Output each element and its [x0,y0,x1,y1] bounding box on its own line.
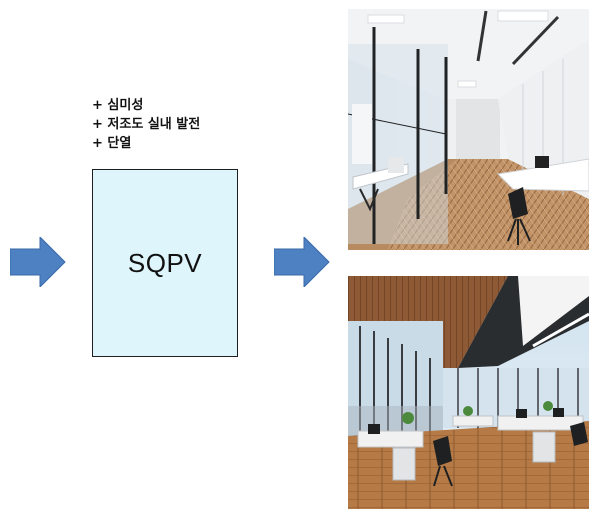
feature-list: + 심미성 + 저조도 실내 발전 + 단열 [92,96,200,153]
sqpv-label: SQPV [127,247,203,278]
feature-item: + 단열 [92,136,132,151]
feature-item: + 저조도 실내 발전 [92,117,201,132]
sqpv-box: SQPV [92,169,238,357]
open-office-photo [348,276,589,509]
office-corridor-photo [348,9,589,250]
feature-item: + 심미성 [92,98,144,113]
input-arrow [10,237,66,287]
output-arrow [274,237,330,287]
